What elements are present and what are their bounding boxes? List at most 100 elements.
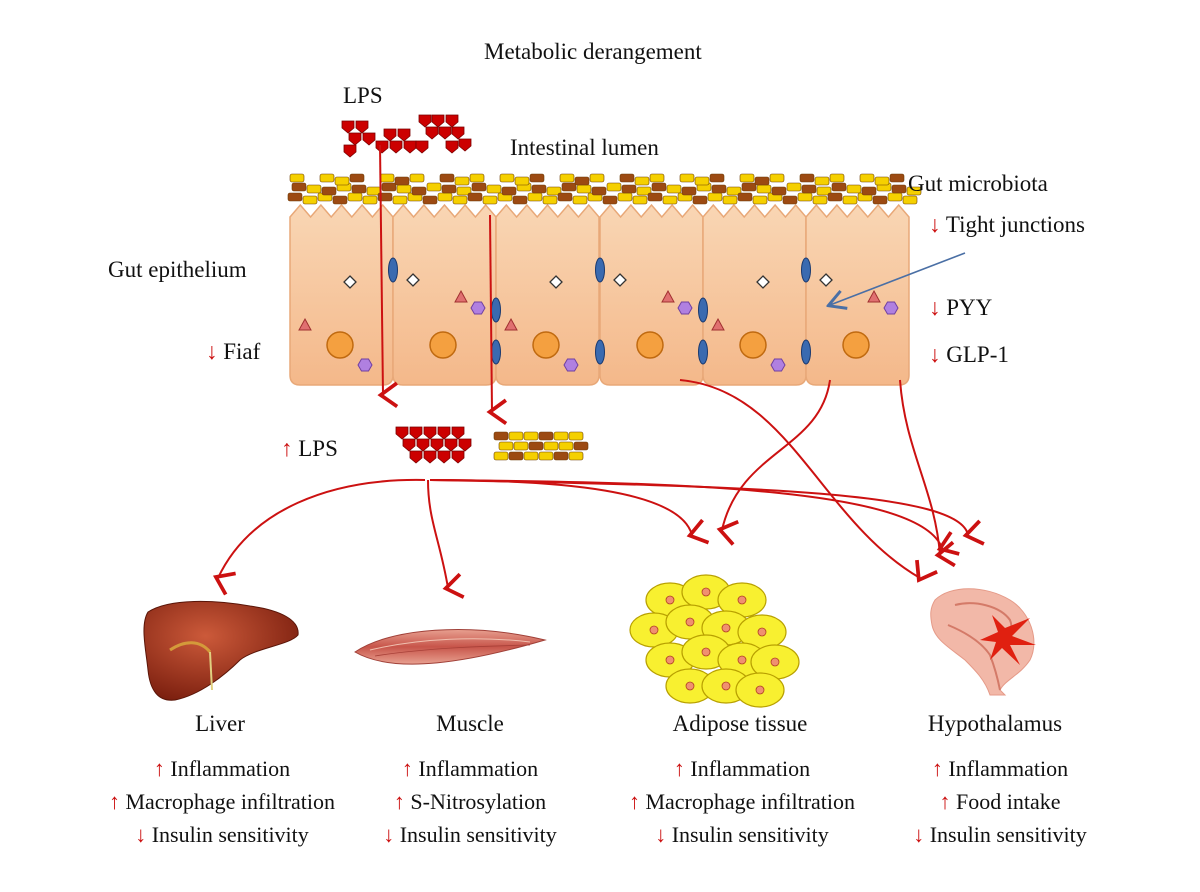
adipocyte-nucleus bbox=[737, 655, 747, 665]
pyy-label: ↓ PYY bbox=[929, 295, 993, 320]
lps-molecule bbox=[375, 140, 389, 154]
bacterium bbox=[394, 176, 410, 186]
effect-direction-icon: ↑ bbox=[931, 756, 943, 781]
adipose-illustration bbox=[629, 574, 800, 708]
diagram-title: Metabolic derangement bbox=[484, 39, 702, 64]
bacterium bbox=[347, 192, 363, 202]
tight-junction bbox=[698, 297, 708, 323]
granule-triangle bbox=[711, 317, 725, 331]
bacterium bbox=[906, 186, 922, 196]
bacterium bbox=[606, 182, 622, 192]
muscle-effects: ↑ Inflammation ↑ S-Nitrosylation ↓ Insul… bbox=[350, 752, 590, 851]
nucleus bbox=[326, 331, 354, 359]
effect-text: Insulin sensitivity bbox=[929, 822, 1087, 847]
bacterium bbox=[786, 182, 802, 192]
bacterium bbox=[351, 184, 367, 194]
bacterium bbox=[859, 173, 875, 183]
pyy-to-hypothalamus-arrow bbox=[899, 379, 956, 568]
effect-text: Inflammation bbox=[418, 756, 539, 781]
effect-direction-icon: ↑ bbox=[153, 756, 165, 781]
bacterium bbox=[334, 176, 350, 186]
lps-molecule bbox=[403, 140, 417, 154]
bacterium bbox=[891, 184, 907, 194]
effect-row: ↑ Inflammation bbox=[880, 752, 1120, 785]
bacterium bbox=[709, 173, 725, 183]
bacterium bbox=[842, 195, 858, 205]
bacterium bbox=[812, 195, 828, 205]
epithelial-cell bbox=[388, 203, 497, 386]
effect-row: ↓ Insulin sensitivity bbox=[72, 818, 372, 851]
up-arrow-icon: ↑ bbox=[281, 436, 293, 461]
bacterium bbox=[568, 431, 584, 441]
bacterium bbox=[553, 431, 569, 441]
down-arrow-icon: ↓ bbox=[929, 212, 941, 237]
lps-molecule bbox=[430, 438, 444, 452]
lps-molecule bbox=[451, 426, 465, 440]
bacterium bbox=[523, 451, 539, 461]
lps-molecule bbox=[409, 450, 423, 464]
lps-molecule bbox=[437, 450, 451, 464]
bacterium bbox=[799, 173, 815, 183]
pathway-arrows bbox=[212, 144, 985, 599]
bacterium bbox=[486, 184, 502, 194]
effect-text: Inflammation bbox=[948, 756, 1069, 781]
bacterium bbox=[573, 441, 589, 451]
adipocyte-nucleus bbox=[701, 647, 711, 657]
bacterium bbox=[722, 195, 738, 205]
lps-crossing-arrow bbox=[377, 144, 399, 409]
bacterium bbox=[649, 173, 665, 183]
bacterium bbox=[756, 184, 772, 194]
epithelial-cell bbox=[698, 203, 807, 386]
bacterium bbox=[707, 192, 723, 202]
bacterium bbox=[553, 451, 569, 461]
bacterium bbox=[319, 173, 335, 183]
bacterium bbox=[513, 441, 529, 451]
arrow-to-adipose bbox=[429, 479, 710, 545]
lps-molecule bbox=[444, 438, 458, 452]
lps-molecule bbox=[438, 126, 452, 140]
bacterium bbox=[362, 195, 378, 205]
bacterium bbox=[454, 176, 470, 186]
effect-direction-icon: ↓ bbox=[135, 822, 147, 847]
bacterium bbox=[797, 192, 813, 202]
bacterium bbox=[861, 186, 877, 196]
bacterium bbox=[692, 195, 708, 205]
granule-diamond bbox=[756, 275, 770, 289]
adipocyte-nucleus bbox=[665, 655, 675, 665]
effect-direction-icon: ↑ bbox=[393, 789, 405, 814]
bacterium bbox=[529, 173, 545, 183]
down-arrow-icon: ↓ bbox=[929, 342, 941, 367]
arrow-to-muscle bbox=[427, 479, 465, 599]
lps-top-label: LPS bbox=[343, 83, 383, 108]
effect-row: ↓ Insulin sensitivity bbox=[350, 818, 590, 851]
nucleus bbox=[636, 331, 664, 359]
organ-name-adipose: Adipose tissue bbox=[672, 711, 808, 736]
granule-hexagon bbox=[770, 358, 786, 372]
lps-molecule bbox=[445, 114, 459, 128]
bacterium bbox=[531, 184, 547, 194]
adipocyte-nucleus bbox=[685, 681, 695, 691]
effect-text: S-Nitrosylation bbox=[410, 789, 547, 814]
bacterium bbox=[769, 173, 785, 183]
bacterium bbox=[543, 441, 559, 451]
bacterium bbox=[846, 184, 862, 194]
bacterium bbox=[889, 173, 905, 183]
tight-junction bbox=[388, 257, 398, 283]
bacterium bbox=[349, 173, 365, 183]
bacterium bbox=[816, 186, 832, 196]
lps-molecule bbox=[343, 144, 357, 158]
nucleus bbox=[842, 331, 870, 359]
bacterium bbox=[662, 195, 678, 205]
effect-text: Food intake bbox=[956, 789, 1061, 814]
effect-text: Inflammation bbox=[170, 756, 291, 781]
bacterium bbox=[561, 182, 577, 192]
lps-molecule bbox=[341, 120, 355, 134]
lps-molecule bbox=[383, 128, 397, 142]
effect-direction-icon: ↑ bbox=[108, 789, 120, 814]
granule-triangle bbox=[661, 289, 675, 303]
bacterium bbox=[542, 195, 558, 205]
tight-junction bbox=[698, 339, 708, 365]
translocated-bacteria-cluster bbox=[493, 431, 589, 461]
bacterium bbox=[291, 182, 307, 192]
